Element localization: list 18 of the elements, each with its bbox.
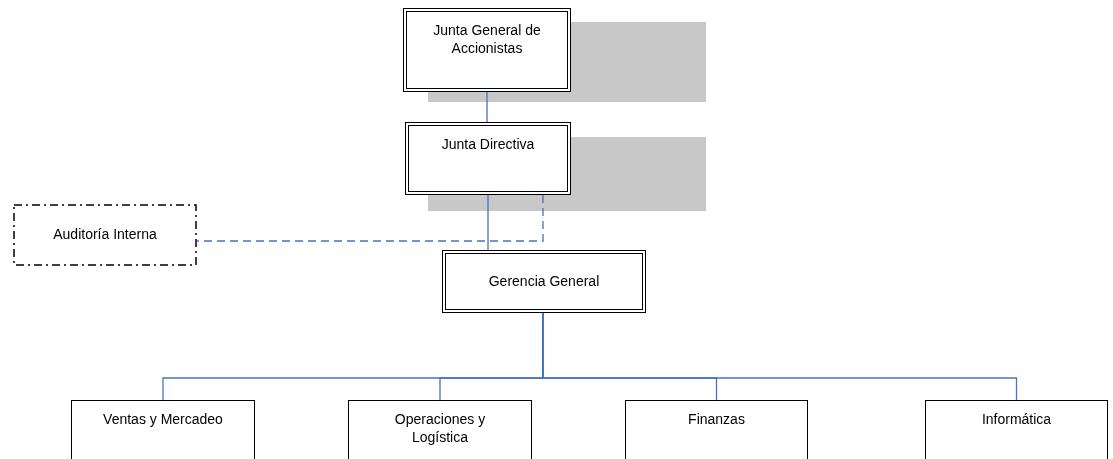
org-box xyxy=(405,122,571,195)
org-box xyxy=(71,400,255,459)
connector-line xyxy=(486,91,488,123)
box-label: Operaciones y Logística xyxy=(393,411,487,446)
connector-line xyxy=(487,194,489,251)
org-box xyxy=(442,250,646,313)
org-box xyxy=(403,8,571,92)
box-label: Junta General de Accionistas xyxy=(432,22,542,57)
box-label: Finanzas xyxy=(687,411,746,429)
box-label: Informática xyxy=(980,411,1053,429)
box-label: Auditoría Interna xyxy=(52,226,158,244)
org-box xyxy=(348,400,532,459)
dashed-box xyxy=(13,204,197,266)
box-label: Junta Directiva xyxy=(440,136,536,154)
box-label: Gerencia General xyxy=(487,272,601,291)
org-box xyxy=(625,400,808,459)
org-box xyxy=(925,400,1108,459)
box-label: Ventas y Mercadeo xyxy=(102,411,224,429)
